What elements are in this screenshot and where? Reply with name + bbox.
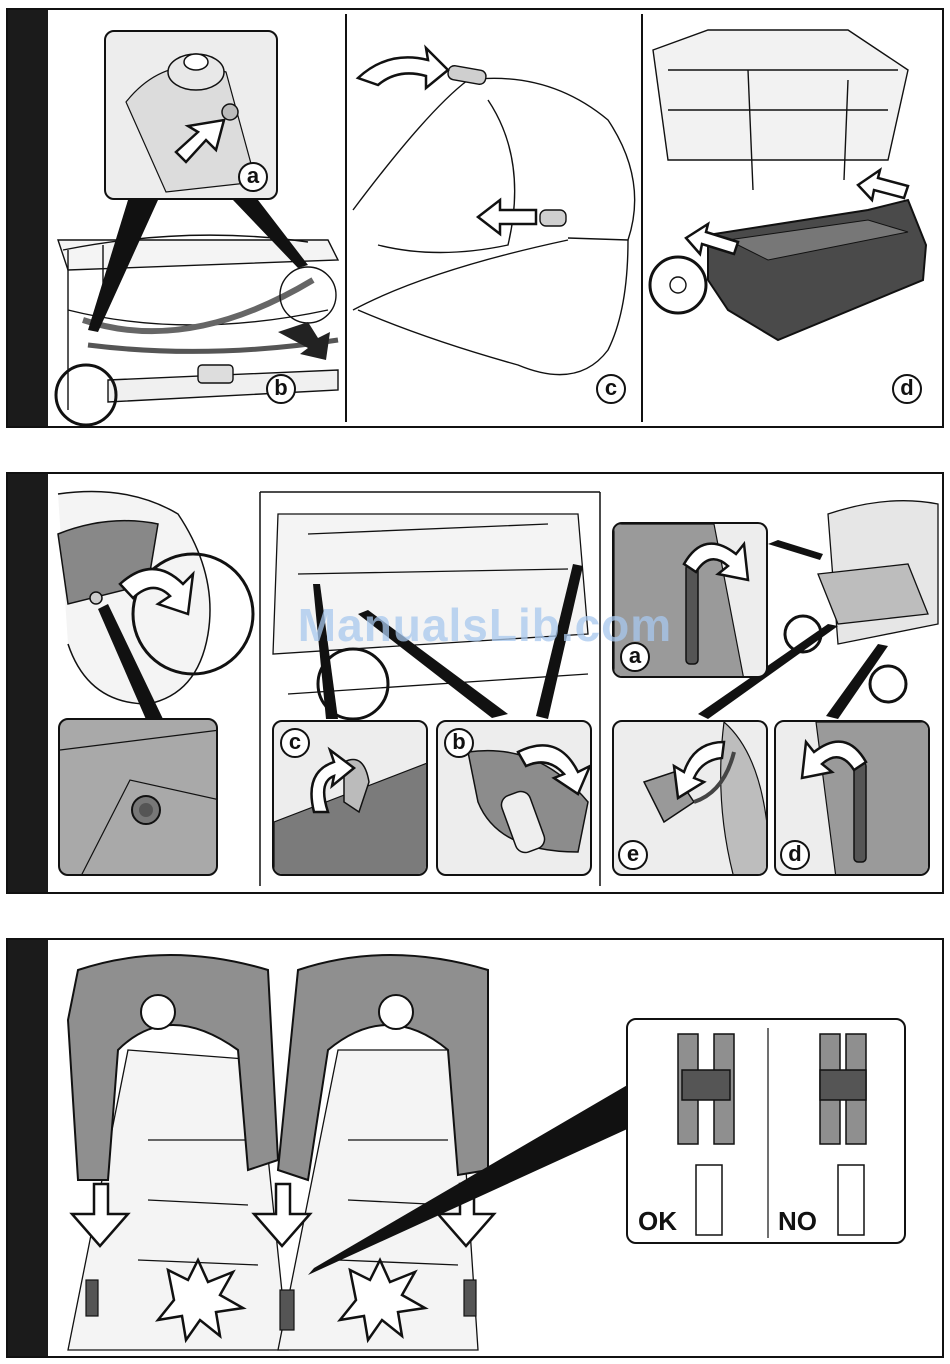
step-label-b: b xyxy=(266,374,296,404)
watermark-text: ManualsLib.com xyxy=(270,600,700,650)
step-label-e: e xyxy=(618,840,648,870)
ok-label: OK xyxy=(638,1208,677,1234)
step-label-c: c xyxy=(280,728,310,758)
instruction-panel-2: c b a e d xyxy=(6,472,944,894)
up-arrow-icon xyxy=(858,170,908,200)
step-label-d: d xyxy=(892,374,922,404)
brake-detail-inset xyxy=(58,718,218,876)
step-label-d: d xyxy=(780,840,810,870)
instruction-panel-1: a b c d xyxy=(6,8,944,428)
step-label-b: b xyxy=(444,728,474,758)
step-label-a: a xyxy=(238,162,268,192)
instruction-panel-3: OK NO xyxy=(6,938,944,1358)
left-arrow-icon xyxy=(478,200,536,234)
no-label: NO xyxy=(778,1208,817,1234)
storage-basket xyxy=(708,200,926,340)
rear-wheel-illustration xyxy=(58,492,253,705)
pull-arrow-icon xyxy=(278,322,330,360)
step-label-c: c xyxy=(596,374,626,404)
curved-arrow-icon xyxy=(358,48,448,88)
